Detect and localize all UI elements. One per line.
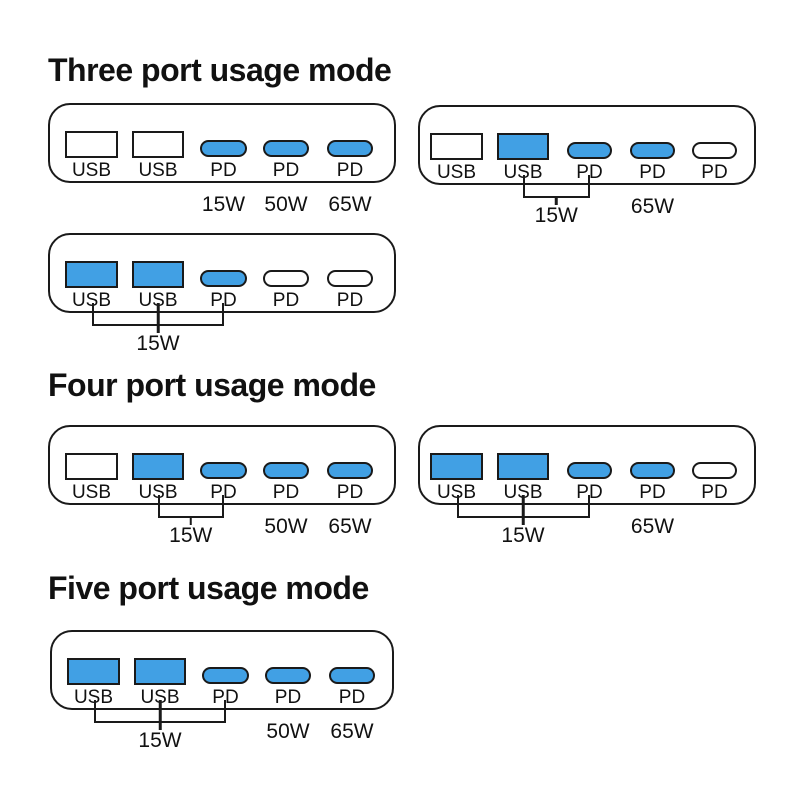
section-title-four-port: Four port usage mode xyxy=(48,367,376,403)
port-label: USB xyxy=(436,162,477,183)
port-label: PD xyxy=(701,482,728,503)
port-label: PD xyxy=(338,687,366,708)
port-label: PD xyxy=(576,482,603,503)
usb-a-port-2 xyxy=(134,658,186,685)
bracket-stub xyxy=(189,517,192,525)
usb-a-port-1 xyxy=(430,133,483,160)
pd-port-3 xyxy=(327,462,373,479)
usb-a-port-2 xyxy=(132,453,184,480)
port-label: PD xyxy=(272,290,300,311)
section-title-three-port: Three port usage mode xyxy=(48,52,392,88)
usb-a-port-2 xyxy=(132,261,184,288)
watt-label: 65W xyxy=(630,515,675,538)
port-label: PD xyxy=(272,160,300,181)
shared-watt-label: 15W xyxy=(138,729,182,752)
port-label: PD xyxy=(701,162,728,183)
pd-port-1 xyxy=(567,462,612,479)
watt-label: 15W xyxy=(201,193,246,216)
usb-a-port-1 xyxy=(430,453,483,480)
device-four-port-b: USB USB PD PD PD 15W 65W xyxy=(418,425,756,555)
port-label: USB xyxy=(140,687,180,708)
watt-label: 65W xyxy=(328,515,372,538)
usb-a-port-1 xyxy=(67,658,120,685)
port-label: USB xyxy=(503,482,543,503)
port-label: PD xyxy=(576,162,603,183)
port-label: PD xyxy=(210,290,237,311)
shared-power-bracket xyxy=(523,175,590,198)
pd-port-3 xyxy=(329,667,375,684)
port-label: PD xyxy=(639,482,666,503)
device-four-port-a: USB USB PD PD PD 15W 50W 65W xyxy=(48,425,396,555)
shared-watt-label: 15W xyxy=(136,332,180,355)
port-label: USB xyxy=(71,290,112,311)
pd-port-3 xyxy=(692,462,737,479)
pd-port-2 xyxy=(265,667,311,684)
watt-label: 50W xyxy=(264,193,308,216)
pd-port-2 xyxy=(263,140,309,157)
pd-port-2 xyxy=(263,270,309,287)
bracket-stub xyxy=(555,197,558,205)
watt-label: 65W xyxy=(328,193,372,216)
port-label: USB xyxy=(138,290,178,311)
shared-watt-label: 15W xyxy=(534,204,578,227)
usb-a-port-1 xyxy=(65,261,118,288)
device-three-port-b: USB USB PD PD PD 15W 65W xyxy=(418,105,756,235)
usb-a-port-1 xyxy=(65,131,118,158)
pd-port-1 xyxy=(200,462,247,479)
usb-a-port-2 xyxy=(497,133,549,160)
pd-port-1 xyxy=(200,140,247,157)
port-label: USB xyxy=(503,162,543,183)
watt-label: 65W xyxy=(330,720,374,743)
watt-label: 50W xyxy=(264,515,308,538)
port-label: USB xyxy=(138,482,178,503)
port-label: PD xyxy=(210,160,237,181)
section-title-five-port: Five port usage mode xyxy=(48,570,369,606)
bracket-tick xyxy=(158,700,162,723)
bracket-stub xyxy=(521,517,525,525)
device-five-port: USB USB PD PD PD 15W 50W 65W xyxy=(50,630,394,760)
usb-a-port-2 xyxy=(497,453,549,480)
bracket-tick xyxy=(521,495,525,518)
bracket-tick xyxy=(156,303,160,326)
port-label: PD xyxy=(210,482,237,503)
port-label: PD xyxy=(272,482,300,503)
port-label: USB xyxy=(436,482,477,503)
port-label: PD xyxy=(336,482,364,503)
shared-watt-label: 15W xyxy=(501,524,545,547)
shared-watt-label: 15W xyxy=(169,524,213,547)
bracket-stub xyxy=(158,722,162,730)
device-three-port-c: USB USB PD PD PD 15W xyxy=(48,233,396,363)
port-label: USB xyxy=(71,482,112,503)
pd-port-3 xyxy=(692,142,737,159)
pd-port-2 xyxy=(263,462,309,479)
port-label: PD xyxy=(639,162,666,183)
pd-port-1 xyxy=(200,270,247,287)
pd-port-3 xyxy=(327,270,373,287)
shared-power-bracket xyxy=(158,495,224,518)
usb-a-port-1 xyxy=(65,453,118,480)
port-label: PD xyxy=(274,687,302,708)
watt-label: 65W xyxy=(630,195,675,218)
device-three-port-a: USB USB PD PD PD 15W 50W 65W xyxy=(48,103,396,233)
pd-port-1 xyxy=(202,667,249,684)
bracket-stub xyxy=(156,325,160,333)
port-label: PD xyxy=(212,687,239,708)
port-label: USB xyxy=(71,160,112,181)
watt-label: 50W xyxy=(266,720,310,743)
pd-port-2 xyxy=(630,142,675,159)
port-label: PD xyxy=(336,160,364,181)
port-label: PD xyxy=(336,290,364,311)
port-label: USB xyxy=(138,160,178,181)
pd-port-3 xyxy=(327,140,373,157)
pd-port-1 xyxy=(567,142,612,159)
usb-a-port-2 xyxy=(132,131,184,158)
port-label: USB xyxy=(73,687,114,708)
pd-port-2 xyxy=(630,462,675,479)
